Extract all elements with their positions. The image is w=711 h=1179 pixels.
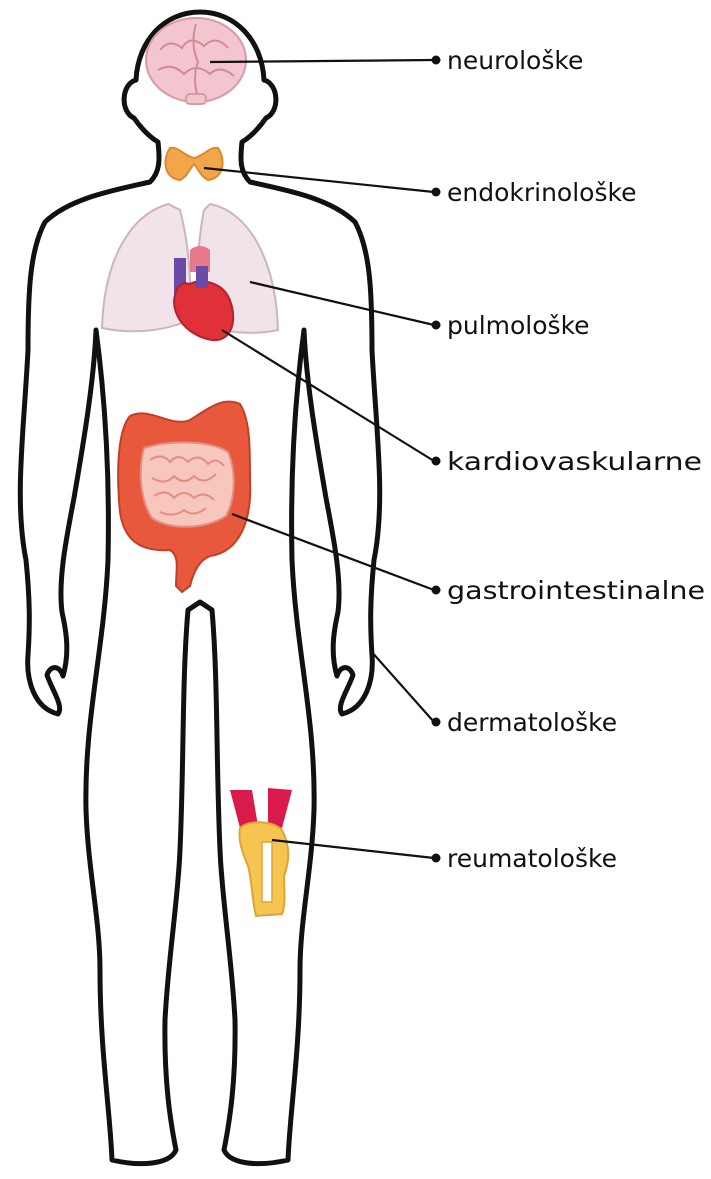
label-derma: dermatološke (447, 708, 617, 737)
dot-neuro (432, 56, 441, 65)
dot-endo (432, 188, 441, 197)
label-neuro: neurološke (447, 46, 583, 75)
dot-derma (432, 718, 441, 727)
connector-derma (370, 650, 434, 722)
label-pulmo: pulmološke (447, 311, 590, 340)
label-reuma: reumatološke (447, 844, 617, 873)
label-endo: endokrinološke (447, 178, 636, 207)
dot-pulmo (432, 321, 441, 330)
dot-reuma (432, 854, 441, 863)
body-outline (20, 12, 379, 1164)
dot-cardio (432, 457, 441, 466)
label-cardio: kardiovaskularne (447, 447, 702, 476)
label-gastro: gastrointestinalne (447, 576, 705, 605)
dot-gastro (432, 586, 441, 595)
label-dots (432, 56, 441, 863)
